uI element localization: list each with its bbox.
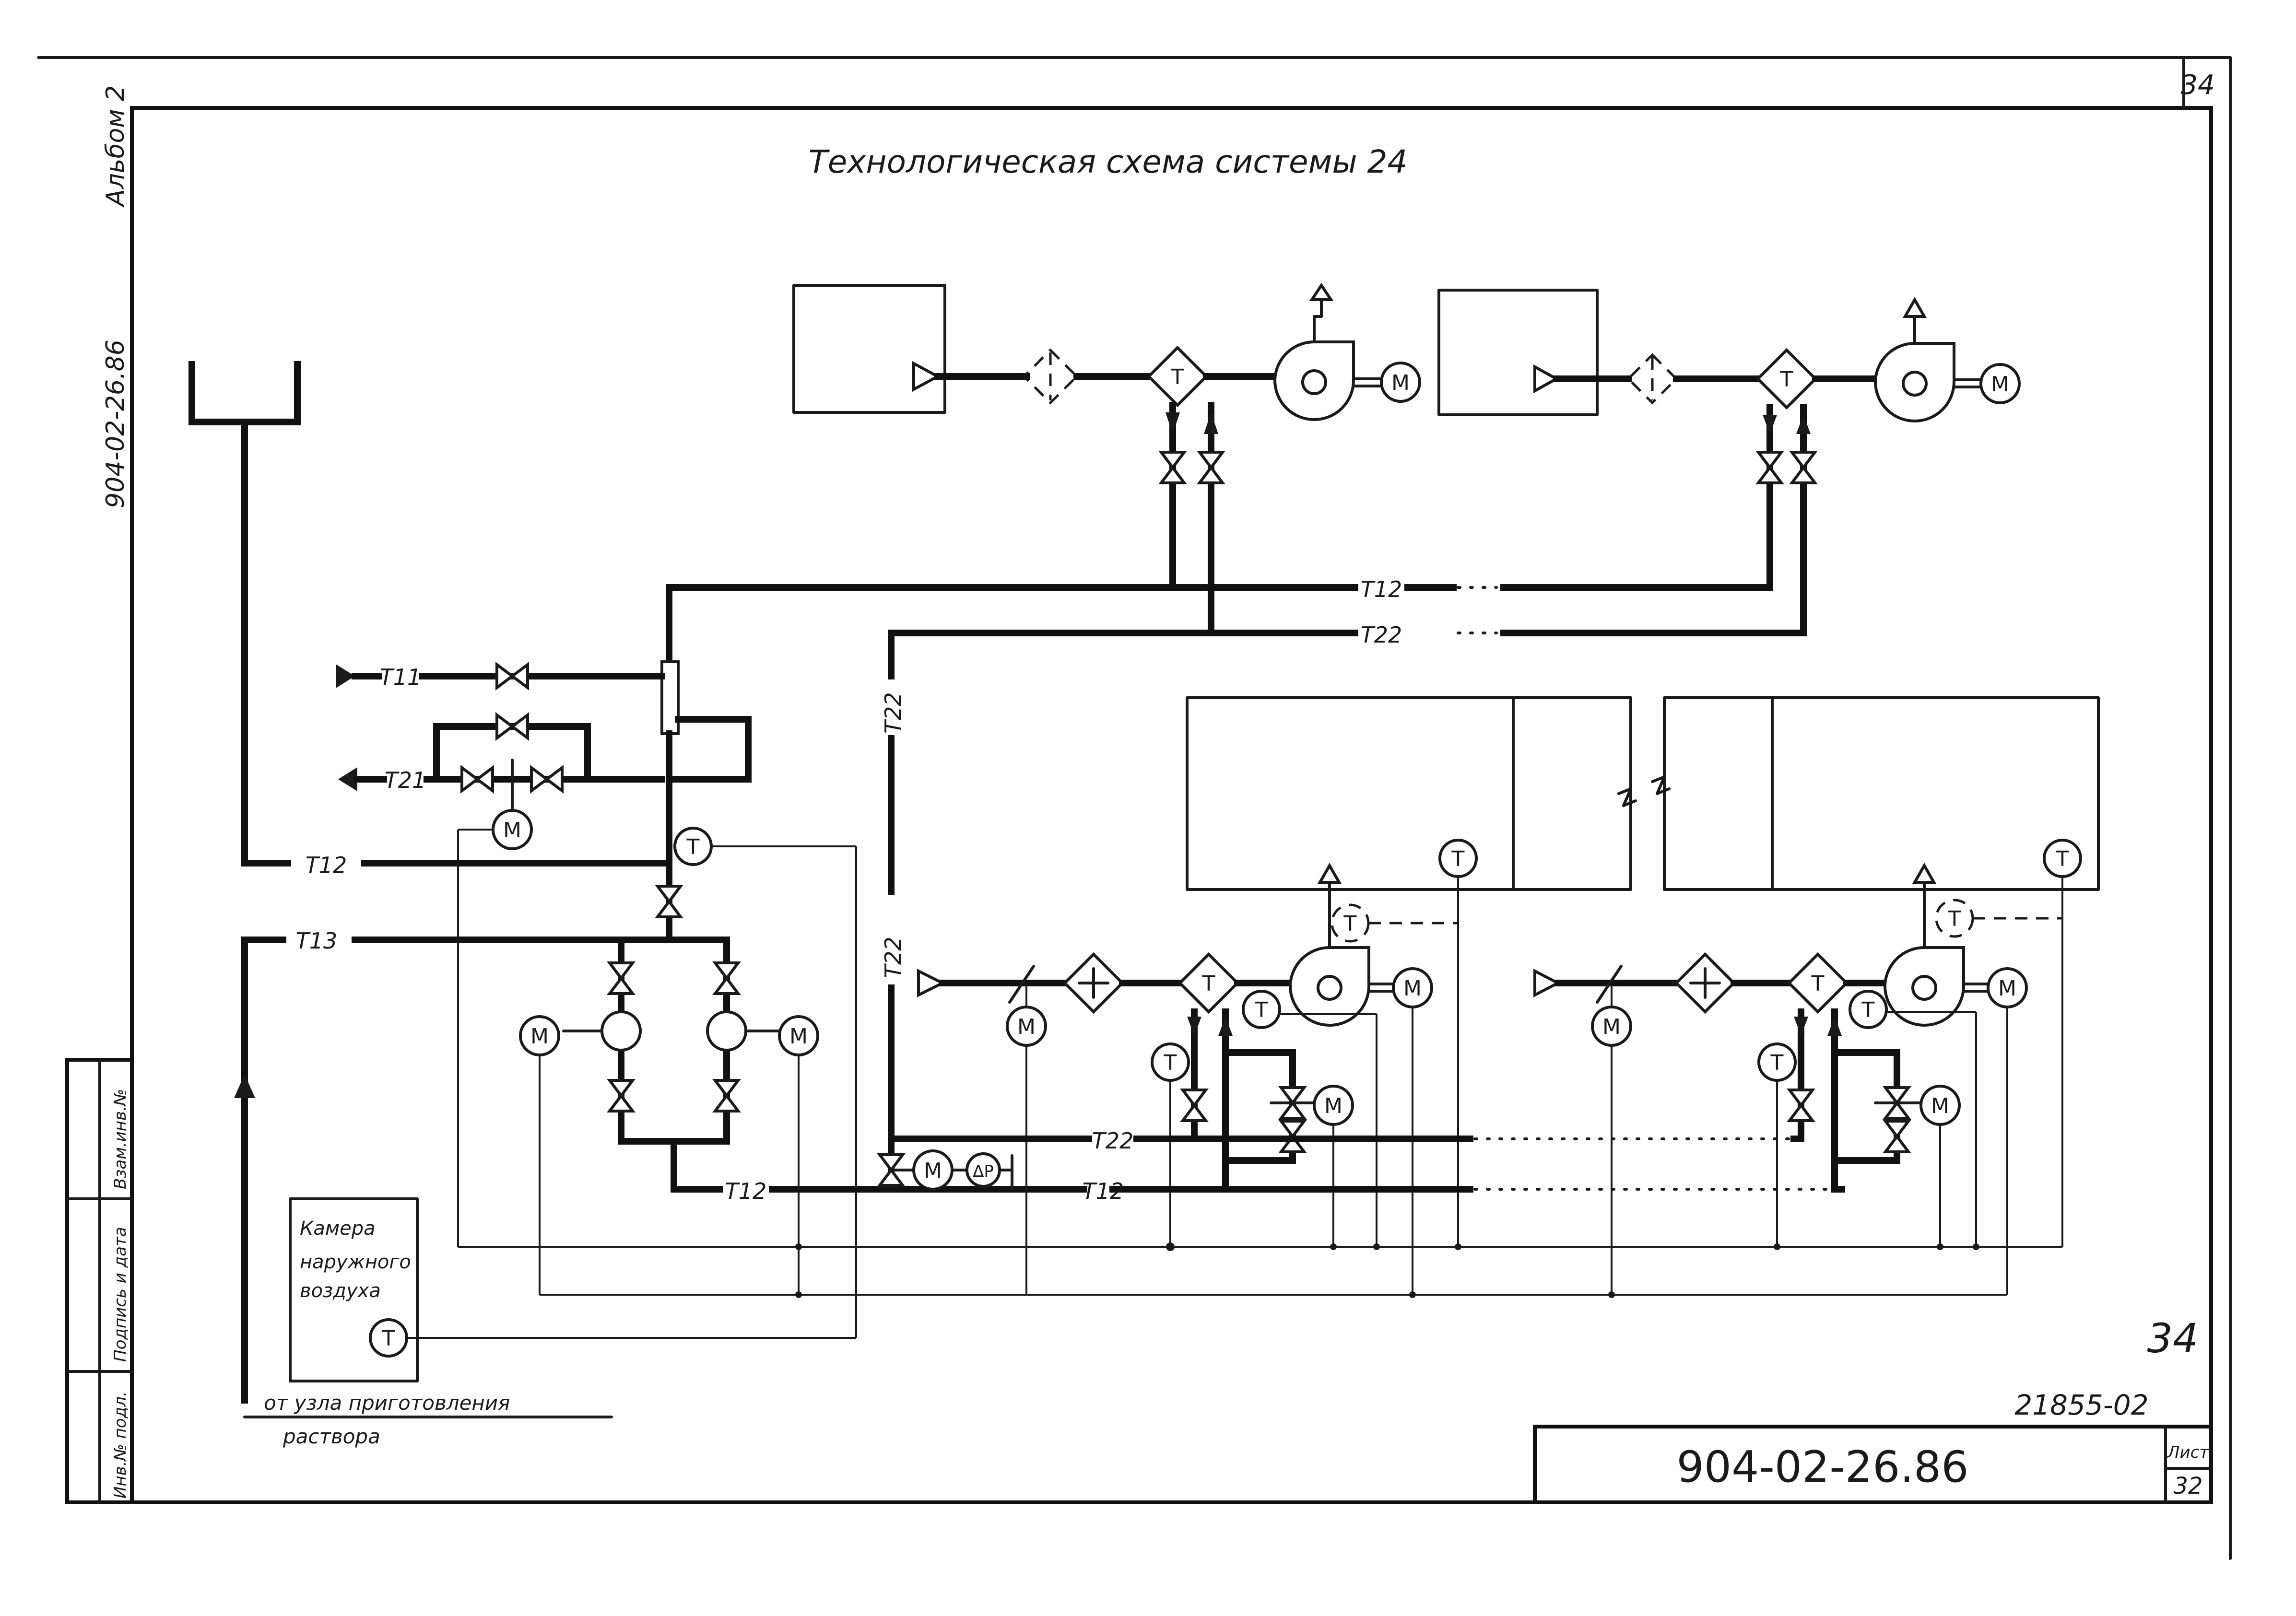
expansion-tank: Т12 — [188, 361, 672, 878]
corner-sheet-number: 34 — [2180, 70, 2214, 101]
temp-letter: Т — [382, 1326, 395, 1351]
motor-letter: М — [1324, 1094, 1342, 1118]
pump-group: Т12 — [520, 937, 1087, 1295]
symbol-letters: М М Т Т М Т М М Т М Т М Т Т Т М Т М Т М … — [382, 365, 2069, 1351]
motor-letter: М — [1602, 1015, 1621, 1039]
sheet-label: Лист — [2166, 1443, 2209, 1462]
motor-letter: М — [789, 1024, 808, 1049]
temp-letter: Т — [1171, 365, 1184, 389]
label-t22-riser: Т22 — [880, 692, 906, 734]
t22-riser: Т22 Т22 — [880, 630, 906, 1183]
scheme-title: Технологическая схема системы 24 — [808, 143, 1407, 180]
upper-pipe-labels: Т12 Т22 — [1358, 573, 1404, 648]
label-t12-lower: Т12 — [1083, 1178, 1124, 1204]
temp-letter: Т — [1861, 998, 1875, 1022]
lower-unit-2 — [1533, 696, 2100, 1295]
label-t22-riser-lower: Т22 — [880, 937, 906, 978]
upper-unit-2 — [1437, 289, 2019, 636]
side-designation: 904-02-26.86 — [101, 340, 130, 508]
motor-letter: М — [530, 1024, 549, 1049]
camera-line-1: Камера — [300, 1218, 376, 1240]
sheet-number: 32 — [2173, 1473, 2202, 1499]
upper-unit-1 — [792, 282, 1420, 636]
temp-letter: Т — [1164, 1051, 1177, 1075]
control-wiring — [457, 829, 2062, 1298]
inventory-number: 21855-02 — [2014, 1389, 2148, 1421]
lower-distribution: Т22 Т12 — [880, 1128, 1845, 1204]
lower-unit-1 — [917, 696, 1637, 1295]
temp-letter: Т — [1948, 907, 1961, 931]
motor-letter: М — [1017, 1015, 1036, 1039]
source-line-2: раствора — [283, 1425, 380, 1448]
temp-letter: Т — [1451, 847, 1465, 871]
stamp-signature-date: Подпись и дата — [111, 1227, 130, 1362]
label-t22-upper: Т22 — [1361, 622, 1402, 648]
camera-line-2: наружного — [300, 1251, 411, 1273]
stamp-inventory-original: Инв.№ подл. — [111, 1391, 130, 1499]
label-t12-lower-left: Т12 — [725, 1178, 767, 1204]
temp-letter: Т — [1780, 367, 1793, 392]
motor-letter: М — [1991, 372, 2009, 397]
supply-header — [666, 584, 1807, 667]
motor-letter: М — [503, 818, 521, 843]
stamp-replace-inventory: Взам.инв.№ — [111, 1089, 130, 1189]
motor-letter: М — [1931, 1094, 1949, 1118]
label-t12-left: Т12 — [306, 852, 347, 878]
temp-letter: Т — [1343, 912, 1357, 936]
motor-letter: М — [1998, 976, 2016, 1001]
drawing-frame — [37, 56, 2232, 1560]
heat-exchanger-node: Т11 Т21 — [336, 660, 857, 1338]
album-label: Альбом 2 — [101, 85, 130, 208]
camera-line-3: воздуха — [300, 1280, 381, 1302]
title-block-designation: 904-02-26.86 — [1677, 1442, 1969, 1492]
label-t21: Т21 — [385, 767, 426, 793]
handwritten-sheet-number: 34 — [2147, 1315, 2199, 1362]
temp-letter: Т — [1770, 1051, 1784, 1075]
label-t11: Т11 — [380, 664, 422, 690]
label-t13: Т13 — [296, 928, 338, 954]
label-t22-lower: Т22 — [1092, 1128, 1134, 1154]
temp-letter: Т — [1255, 998, 1268, 1022]
source-note: от узла приготовления раствора — [243, 1391, 613, 1448]
temp-letter: Т — [686, 835, 700, 859]
outdoor-air-chamber: Камера наружного воздуха — [289, 1197, 856, 1382]
temp-letter: Т — [1202, 972, 1215, 996]
motor-letter: М — [1391, 371, 1410, 395]
t13-line: Т13 — [234, 928, 730, 1404]
motor-letter: М — [1403, 976, 1422, 1001]
dp-letter: ΔР — [973, 1162, 994, 1181]
temp-letter: Т — [2056, 847, 2069, 871]
temp-letter: Т — [1811, 972, 1825, 996]
label-t12-upper: Т12 — [1361, 576, 1402, 602]
source-line-1: от узла приготовления — [264, 1391, 510, 1415]
motor-letter: М — [924, 1159, 942, 1183]
